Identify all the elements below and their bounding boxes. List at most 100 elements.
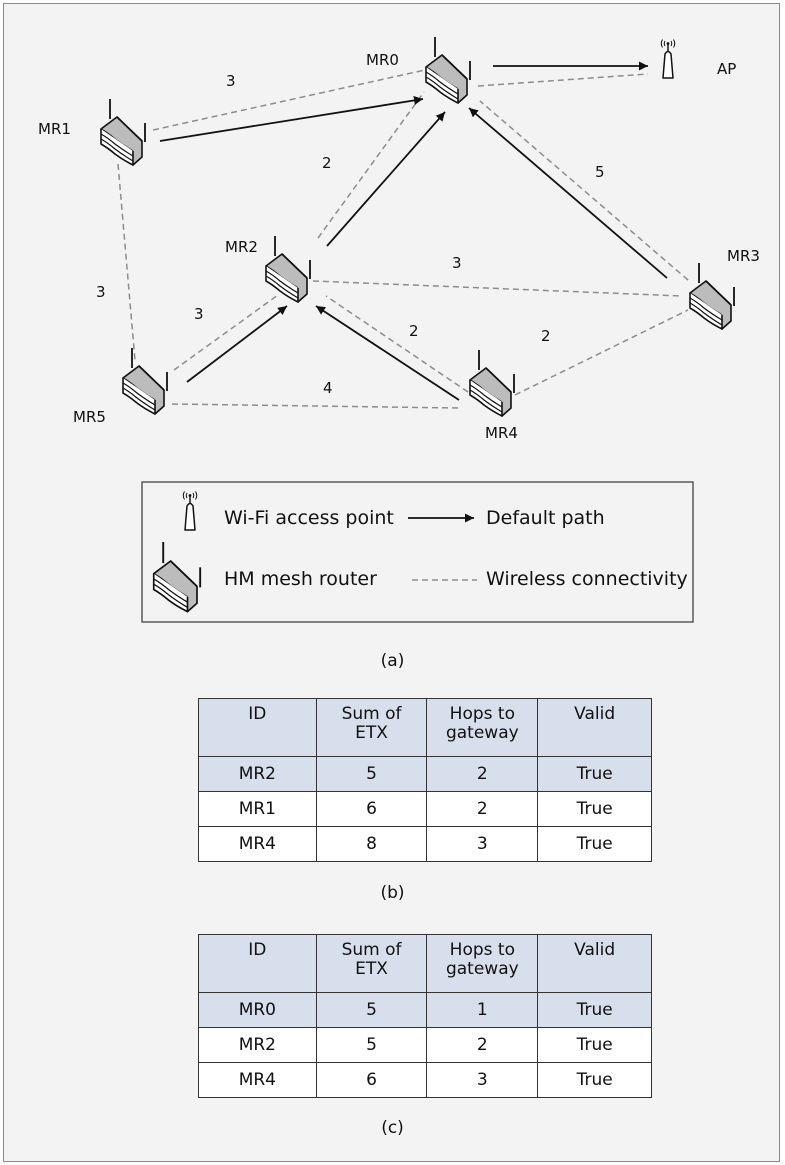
etx-label-mr1-mr0: 3 (226, 72, 236, 90)
cell-hops: 1 (426, 992, 539, 1028)
header-valid-label: Valid (574, 940, 616, 960)
wireless-link-mr2-mr3 (312, 280, 683, 297)
table-c-header-valid: Valid (537, 934, 652, 993)
node-label-mr4: MR4 (485, 424, 518, 442)
etx-label-mr4-mr2: 2 (409, 322, 419, 340)
cell-id: MR2 (198, 1027, 317, 1063)
etx-label-mr4-mr3: 2 (541, 327, 551, 345)
wireless-links (117, 69, 689, 409)
legend-wireless-label: Wireless connectivity (486, 568, 688, 590)
wireless-link-mr1-mr5 (117, 163, 136, 361)
wireless-link-mr2-mr0 (317, 91, 425, 239)
header-etx-line1: Sum of (341, 940, 402, 960)
cell-id: MR1 (198, 791, 317, 827)
wireless-link-mr4-mr2 (325, 295, 469, 393)
cell-id: MR0 (198, 992, 317, 1028)
cell-etx: 8 (315, 826, 428, 862)
header-etx-line2: ETX (355, 959, 388, 979)
cell-id: MR2 (198, 756, 317, 792)
default-path-mr2-mr0 (326, 111, 446, 247)
etx-label-mr1-mr5: 3 (96, 283, 106, 301)
cell-etx: 5 (315, 992, 428, 1028)
caption-b: (b) (380, 883, 405, 903)
router-icon-mr4 (469, 350, 515, 417)
cell-hops: 3 (426, 826, 539, 862)
access-point-icon (660, 38, 676, 79)
router-icon-mr1 (100, 99, 146, 166)
header-hops-line1: Hops to (449, 704, 515, 724)
wireless-link-mr1-mr0 (152, 69, 426, 131)
table-row: MR2 5 2 True (198, 756, 652, 792)
node-label-mr5: MR5 (73, 408, 106, 426)
cell-hops: 2 (426, 791, 539, 827)
header-hops-line2: gateway (445, 959, 519, 979)
wireless-link-mr4-mr3 (514, 309, 689, 396)
cell-valid: True (537, 791, 652, 827)
node-label-mr1: MR1 (38, 120, 71, 138)
node-label-ap: AP (717, 60, 736, 78)
default-path-mr3-mr0 (468, 107, 668, 279)
etx-label-mr2-mr3: 3 (452, 254, 462, 272)
default-paths (159, 61, 668, 401)
table-row: MR0 5 1 True (198, 992, 652, 1028)
mesh-network-diagram: MR0 MR1 MR2 MR3 MR4 MR5 AP 3 2 5 3 3 3 2… (38, 37, 760, 623)
header-hops-line1: Hops to (449, 940, 515, 960)
table-b-header-id: ID (198, 698, 317, 757)
etx-label-mr5-mr4: 4 (323, 379, 333, 397)
node-label-mr2: MR2 (225, 238, 258, 256)
table-b-header-valid: Valid (537, 698, 652, 757)
caption-a: (a) (380, 651, 405, 671)
cell-id: MR4 (198, 1062, 317, 1098)
caption-c: (c) (381, 1118, 404, 1138)
cell-etx: 6 (315, 1062, 428, 1098)
cell-etx: 6 (315, 791, 428, 827)
router-icon-mr2 (265, 236, 311, 303)
etx-label-mr3-mr0: 5 (595, 163, 605, 181)
default-path-mr1-mr0 (159, 95, 424, 142)
default-path-mr5-mr2 (186, 305, 288, 383)
table-c-header-id: ID (198, 934, 317, 993)
legend-box (141, 481, 694, 623)
legend-wifi-ap-label: Wi-Fi access point (224, 507, 394, 529)
cell-etx: 5 (315, 756, 428, 792)
node-label-mr3: MR3 (727, 247, 760, 265)
etx-label-mr5-mr2: 3 (194, 305, 204, 323)
node-label-mr0: MR0 (366, 51, 399, 69)
router-icon-mr3 (689, 263, 735, 330)
wireless-link-mr5-mr2 (173, 294, 279, 371)
cell-valid: True (537, 992, 652, 1028)
cell-valid: True (537, 1027, 652, 1063)
cell-hops: 2 (426, 756, 539, 792)
header-valid-label: Valid (574, 704, 616, 724)
cell-hops: 3 (426, 1062, 539, 1098)
legend-default-path-label: Default path (486, 507, 605, 529)
cell-valid: True (537, 1062, 652, 1098)
wireless-link-mr5-mr4 (171, 403, 459, 409)
default-path-mr4-mr2 (315, 305, 460, 401)
table-row: MR4 6 3 True (198, 1062, 652, 1098)
cell-hops: 2 (426, 1027, 539, 1063)
cell-id: MR4 (198, 826, 317, 862)
header-id-label: ID (248, 704, 267, 724)
table-row: MR2 5 2 True (198, 1027, 652, 1063)
wireless-link-mr0-ap (477, 73, 649, 87)
router-icon-mr0 (425, 37, 471, 104)
router-icon-mr5 (122, 348, 168, 415)
header-etx-line2: ETX (355, 723, 388, 743)
wireless-link-mr3-mr0 (479, 100, 689, 281)
etx-label-mr2-mr0: 2 (322, 154, 332, 172)
legend-mesh-router-label: HM mesh router (224, 568, 377, 590)
header-hops-line2: gateway (445, 723, 519, 743)
header-id-label: ID (248, 940, 267, 960)
header-etx-line1: Sum of (341, 704, 402, 724)
cell-valid: True (537, 826, 652, 862)
table-row: MR4 8 3 True (198, 826, 652, 862)
legend: Wi-Fi access point Default path HM mesh … (141, 481, 694, 623)
